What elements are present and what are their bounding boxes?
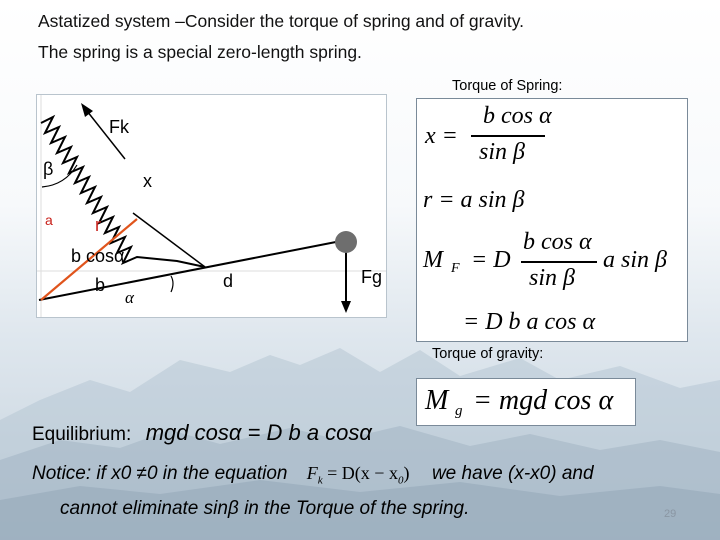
label-torque-spring: Torque of Spring:	[452, 78, 563, 94]
equilibrium-label: Equilibrium:	[32, 424, 132, 445]
pendulum-diagram: Fk β x a r b cosα b α d Fg	[36, 94, 387, 318]
mass-ball	[335, 231, 357, 253]
eq-Mg-sub: g	[455, 403, 463, 419]
eq-final: = D b a cos α	[463, 309, 596, 335]
heading-line-2: The spring is a special zero-length spri…	[38, 42, 362, 62]
eq-M-tail: a sin β	[603, 247, 667, 273]
r-line	[40, 218, 138, 301]
heading-line-1: Astatized system –Consider the torque of…	[38, 11, 525, 31]
notice-line-2: cannot eliminate sinβ in the Torque of t…	[60, 497, 470, 519]
eq-x-num: b cos α	[483, 103, 552, 129]
notice-formula: Fk = D(x − x0)	[306, 463, 410, 487]
gravity-torque-equation: M g = mgd cos α	[416, 378, 636, 426]
eq-Mg: M	[425, 385, 449, 416]
label-d: d	[223, 271, 233, 291]
diagram-svg: Fk β x a r b cosα b α d Fg	[37, 95, 386, 317]
equilibrium-equation: mgd cosα = D b a cosα	[145, 420, 372, 445]
label-a: a	[45, 212, 53, 228]
label-beta: β	[43, 159, 53, 179]
notice-part2: we have (x-x0) and	[431, 463, 594, 484]
page-number: 29	[664, 508, 677, 520]
label-Fg: Fg	[361, 267, 382, 287]
notice-line-1: Notice: if x0 ≠0 in the equation Fk = D(…	[32, 460, 594, 495]
eq-M-num: b cos α	[523, 229, 592, 255]
label-torque-gravity: Torque of gravity:	[432, 346, 544, 362]
eq-x-den: sin β	[479, 139, 525, 165]
eq-M-sub: F	[451, 261, 460, 276]
label-b: b	[95, 275, 105, 295]
slide-heading: Astatized system –Consider the torque of…	[38, 6, 524, 68]
notice-text: Notice: if x0 ≠0 in the equation Fk = D(…	[32, 460, 594, 522]
eq-M-den: sin β	[529, 265, 575, 291]
equilibrium-row: Equilibrium: mgd cosα = D b a cosα	[32, 420, 372, 446]
spring-coil	[40, 114, 206, 268]
eq-M-eq: = D	[471, 247, 511, 273]
label-Fk: Fk	[109, 117, 130, 137]
eq-M: M	[423, 247, 443, 273]
label-x: x	[143, 171, 152, 191]
notice-part1: Notice: if x0 ≠0 in the equation	[32, 463, 288, 484]
label-alpha: α	[125, 288, 135, 307]
eq-Mg-rhs: = mgd cos α	[473, 385, 614, 416]
eq-x-lhs: x =	[425, 123, 458, 149]
spring-torque-equations: x = b cos α sin β r = a sin β M F = D b …	[416, 98, 688, 342]
label-bcos: b cosα	[71, 246, 124, 266]
label-r: r	[95, 215, 101, 235]
eq-r: r = a sin β	[423, 187, 525, 213]
